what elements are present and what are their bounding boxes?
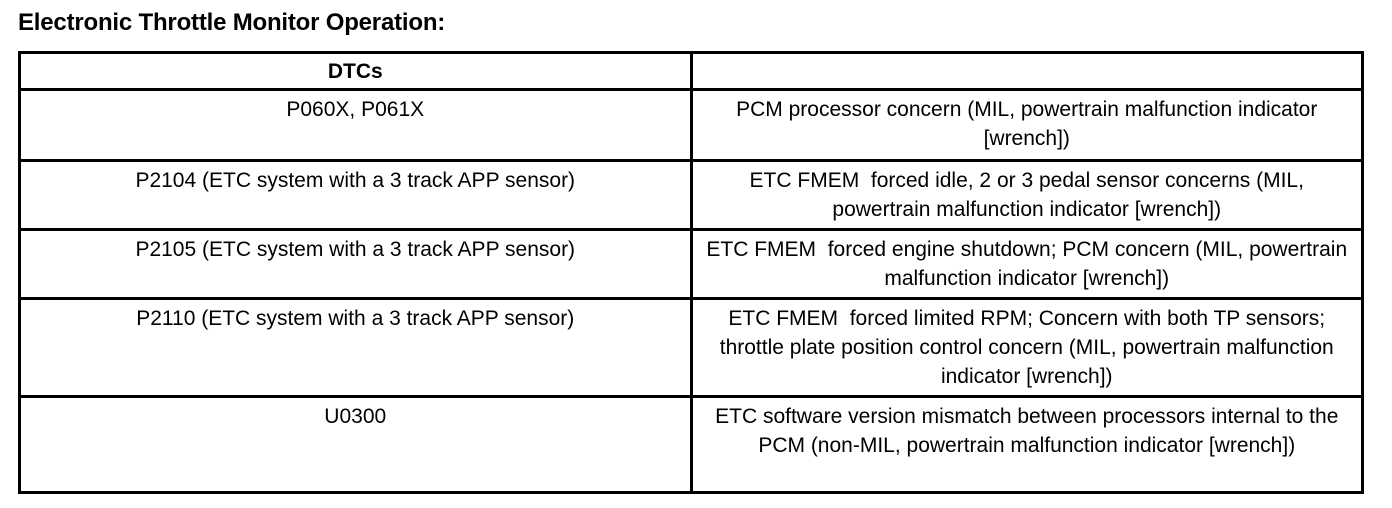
document-page: Electronic Throttle Monitor Operation: D… <box>18 9 1364 494</box>
table-row: P2110 (ETC system with a 3 track APP sen… <box>18 297 1364 398</box>
dtc-table-header: DTCs <box>18 51 1364 91</box>
table-row: P2105 (ETC system with a 3 track APP sen… <box>18 228 1364 300</box>
dtc-table: DTCs P060X, P061X PCM processor concern … <box>18 51 1364 494</box>
table-row: P060X, P061X PCM processor concern (MIL,… <box>18 88 1364 162</box>
dtc-description-cell: ETC FMEM forced engine shutdown; PCM con… <box>689 228 1364 300</box>
table-row: P2104 (ETC system with a 3 track APP sen… <box>18 159 1364 231</box>
dtc-description-cell: ETC software version mismatch between pr… <box>689 395 1364 494</box>
dtc-description-cell: ETC FMEM forced limited RPM; Concern wit… <box>689 297 1364 398</box>
dtc-code-cell: P2105 (ETC system with a 3 track APP sen… <box>18 228 693 300</box>
table-header-row: DTCs <box>18 51 1364 91</box>
dtc-code-cell: P060X, P061X <box>18 88 693 162</box>
dtc-code-cell: P2110 (ETC system with a 3 track APP sen… <box>18 297 693 398</box>
dtc-table-body: P060X, P061X PCM processor concern (MIL,… <box>18 88 1364 494</box>
description-column-header <box>689 51 1364 91</box>
dtc-code-cell: U0300 <box>18 395 693 494</box>
dtcs-column-header: DTCs <box>18 51 693 91</box>
page-title: Electronic Throttle Monitor Operation: <box>18 9 446 36</box>
dtc-description-cell: ETC FMEM forced idle, 2 or 3 pedal senso… <box>689 159 1364 231</box>
dtc-code-cell: P2104 (ETC system with a 3 track APP sen… <box>18 159 693 231</box>
dtc-description-cell: PCM processor concern (MIL, powertrain m… <box>689 88 1364 162</box>
table-row: U0300 ETC software version mismatch betw… <box>18 395 1364 494</box>
